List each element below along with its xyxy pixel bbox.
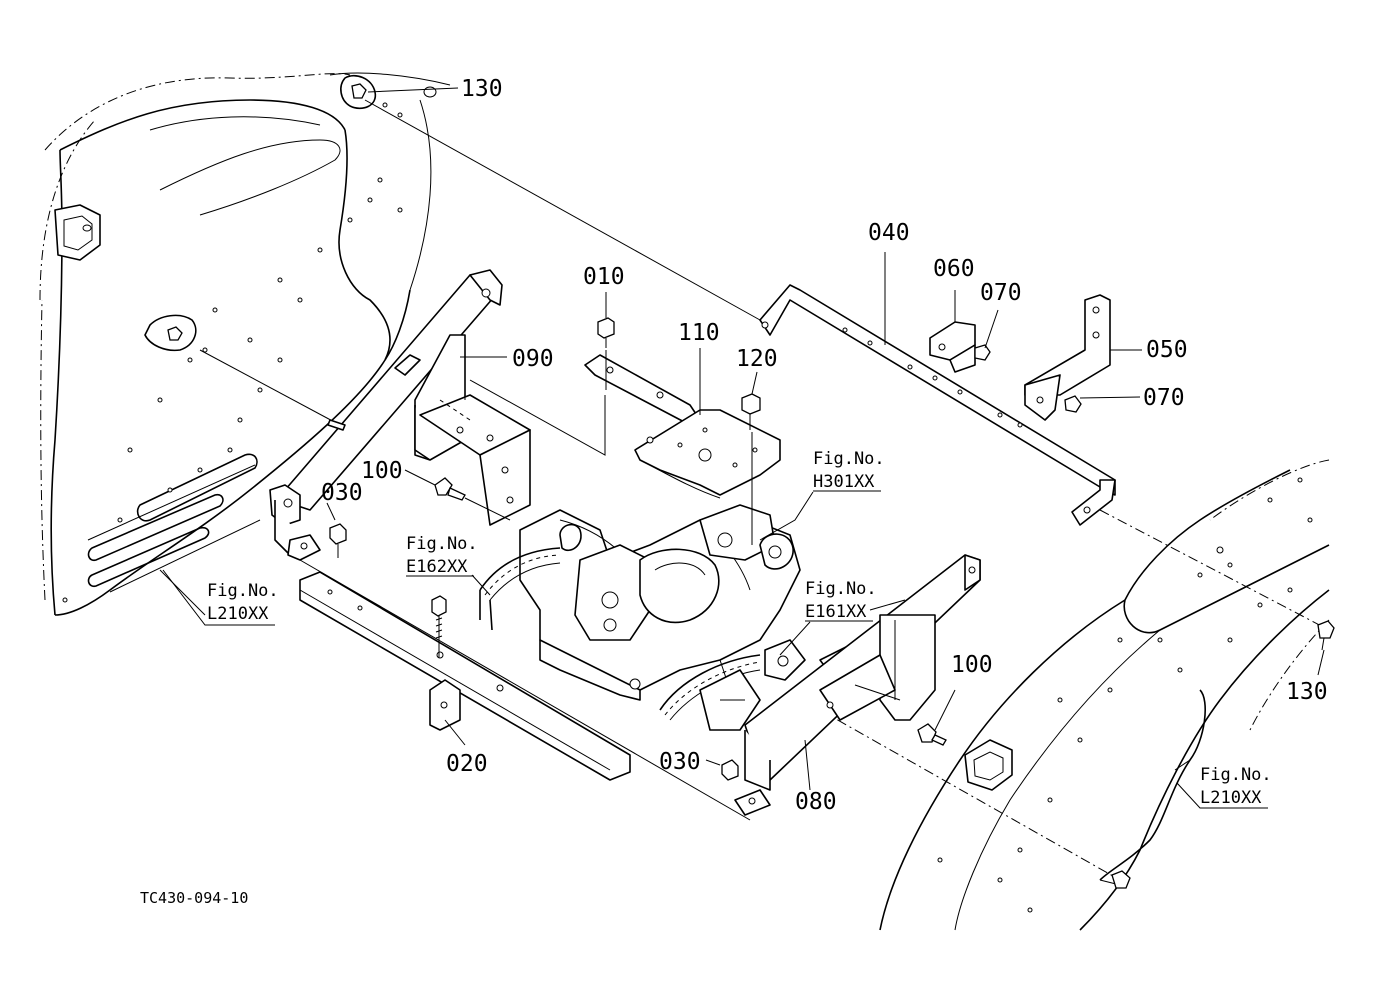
bolt-070-upper — [974, 344, 991, 361]
label-110: 110 — [678, 320, 720, 346]
assembly-axis-lines — [199, 99, 1330, 881]
bolt-fender-left — [167, 326, 346, 431]
bolt-100-left — [434, 477, 511, 521]
part-020-bar — [299, 571, 631, 781]
bolt-130-lower — [1317, 620, 1335, 651]
fender-holes-right — [937, 477, 1313, 913]
left-fender-outline — [39, 72, 451, 616]
fig-ref-l210-left: Fig.No. L210XX — [207, 581, 279, 624]
part-060-bracket — [929, 321, 976, 373]
fig-ref-prefix: Fig.No. — [813, 449, 885, 469]
label-040: 040 — [868, 220, 910, 246]
label-100-right: 100 — [951, 652, 993, 678]
label-120: 120 — [736, 346, 778, 372]
bolt-120 — [741, 393, 761, 545]
fig-ref-prefix: Fig.No. — [207, 581, 279, 601]
part-110-plate — [584, 354, 781, 499]
fig-ref-code: E162XX — [406, 557, 468, 577]
label-100-left: 100 — [361, 458, 403, 484]
label-070-upper: 070 — [980, 280, 1022, 306]
fig-ref-prefix: Fig.No. — [805, 579, 877, 599]
fig-ref-e161: Fig.No. E161XX — [805, 579, 877, 622]
bolt-bottom-right — [1111, 870, 1131, 889]
stud-bolt — [431, 595, 447, 658]
right-fender-outline — [879, 459, 1330, 931]
bolt-030-right — [721, 759, 739, 781]
fender-holes-left — [62, 177, 403, 603]
label-090: 090 — [512, 346, 554, 372]
label-080: 080 — [795, 789, 837, 815]
label-130-upper: 130 — [461, 76, 503, 102]
bar-040-holes — [842, 327, 1023, 428]
label-020: 020 — [446, 751, 488, 777]
bolt-030-left — [329, 523, 347, 558]
fig-ref-e162: Fig.No. E162XX — [406, 534, 478, 577]
bolt-070-lower — [1064, 395, 1082, 413]
figure-references: Fig.No. L210XX Fig.No. E162XX Fig.No. H3… — [205, 449, 1272, 808]
bolt-100-right — [917, 723, 947, 746]
part-number-labels: 130 010 110 120 040 060 070 050 070 090 … — [321, 76, 1328, 815]
fig-ref-prefix: Fig.No. — [1200, 765, 1272, 785]
fig-ref-code: L210XX — [1200, 788, 1262, 808]
label-030-left: 030 — [321, 480, 363, 506]
drawing-code: TC430-094-10 — [140, 889, 248, 907]
label-010: 010 — [583, 264, 625, 290]
fig-ref-l210-right: Fig.No. L210XX — [1200, 765, 1272, 808]
fig-ref-code: H301XX — [813, 472, 875, 492]
part-080-bracket — [734, 554, 981, 816]
label-060: 060 — [933, 256, 975, 282]
bolt-130-upper — [340, 74, 437, 118]
bolt-010 — [597, 317, 615, 390]
label-050: 050 — [1146, 337, 1188, 363]
fig-ref-prefix: Fig.No. — [406, 534, 478, 554]
fig-ref-code: L210XX — [207, 604, 269, 624]
part-090-bracket — [269, 269, 606, 561]
part-040-bar — [759, 284, 1116, 526]
fig-ref-code: E161XX — [805, 602, 867, 622]
label-030-right: 030 — [659, 749, 701, 775]
fig-ref-h301: Fig.No. H301XX — [813, 449, 885, 492]
label-070-lower: 070 — [1143, 385, 1185, 411]
part-050-bracket — [1024, 294, 1111, 421]
label-130-lower: 130 — [1286, 679, 1328, 705]
